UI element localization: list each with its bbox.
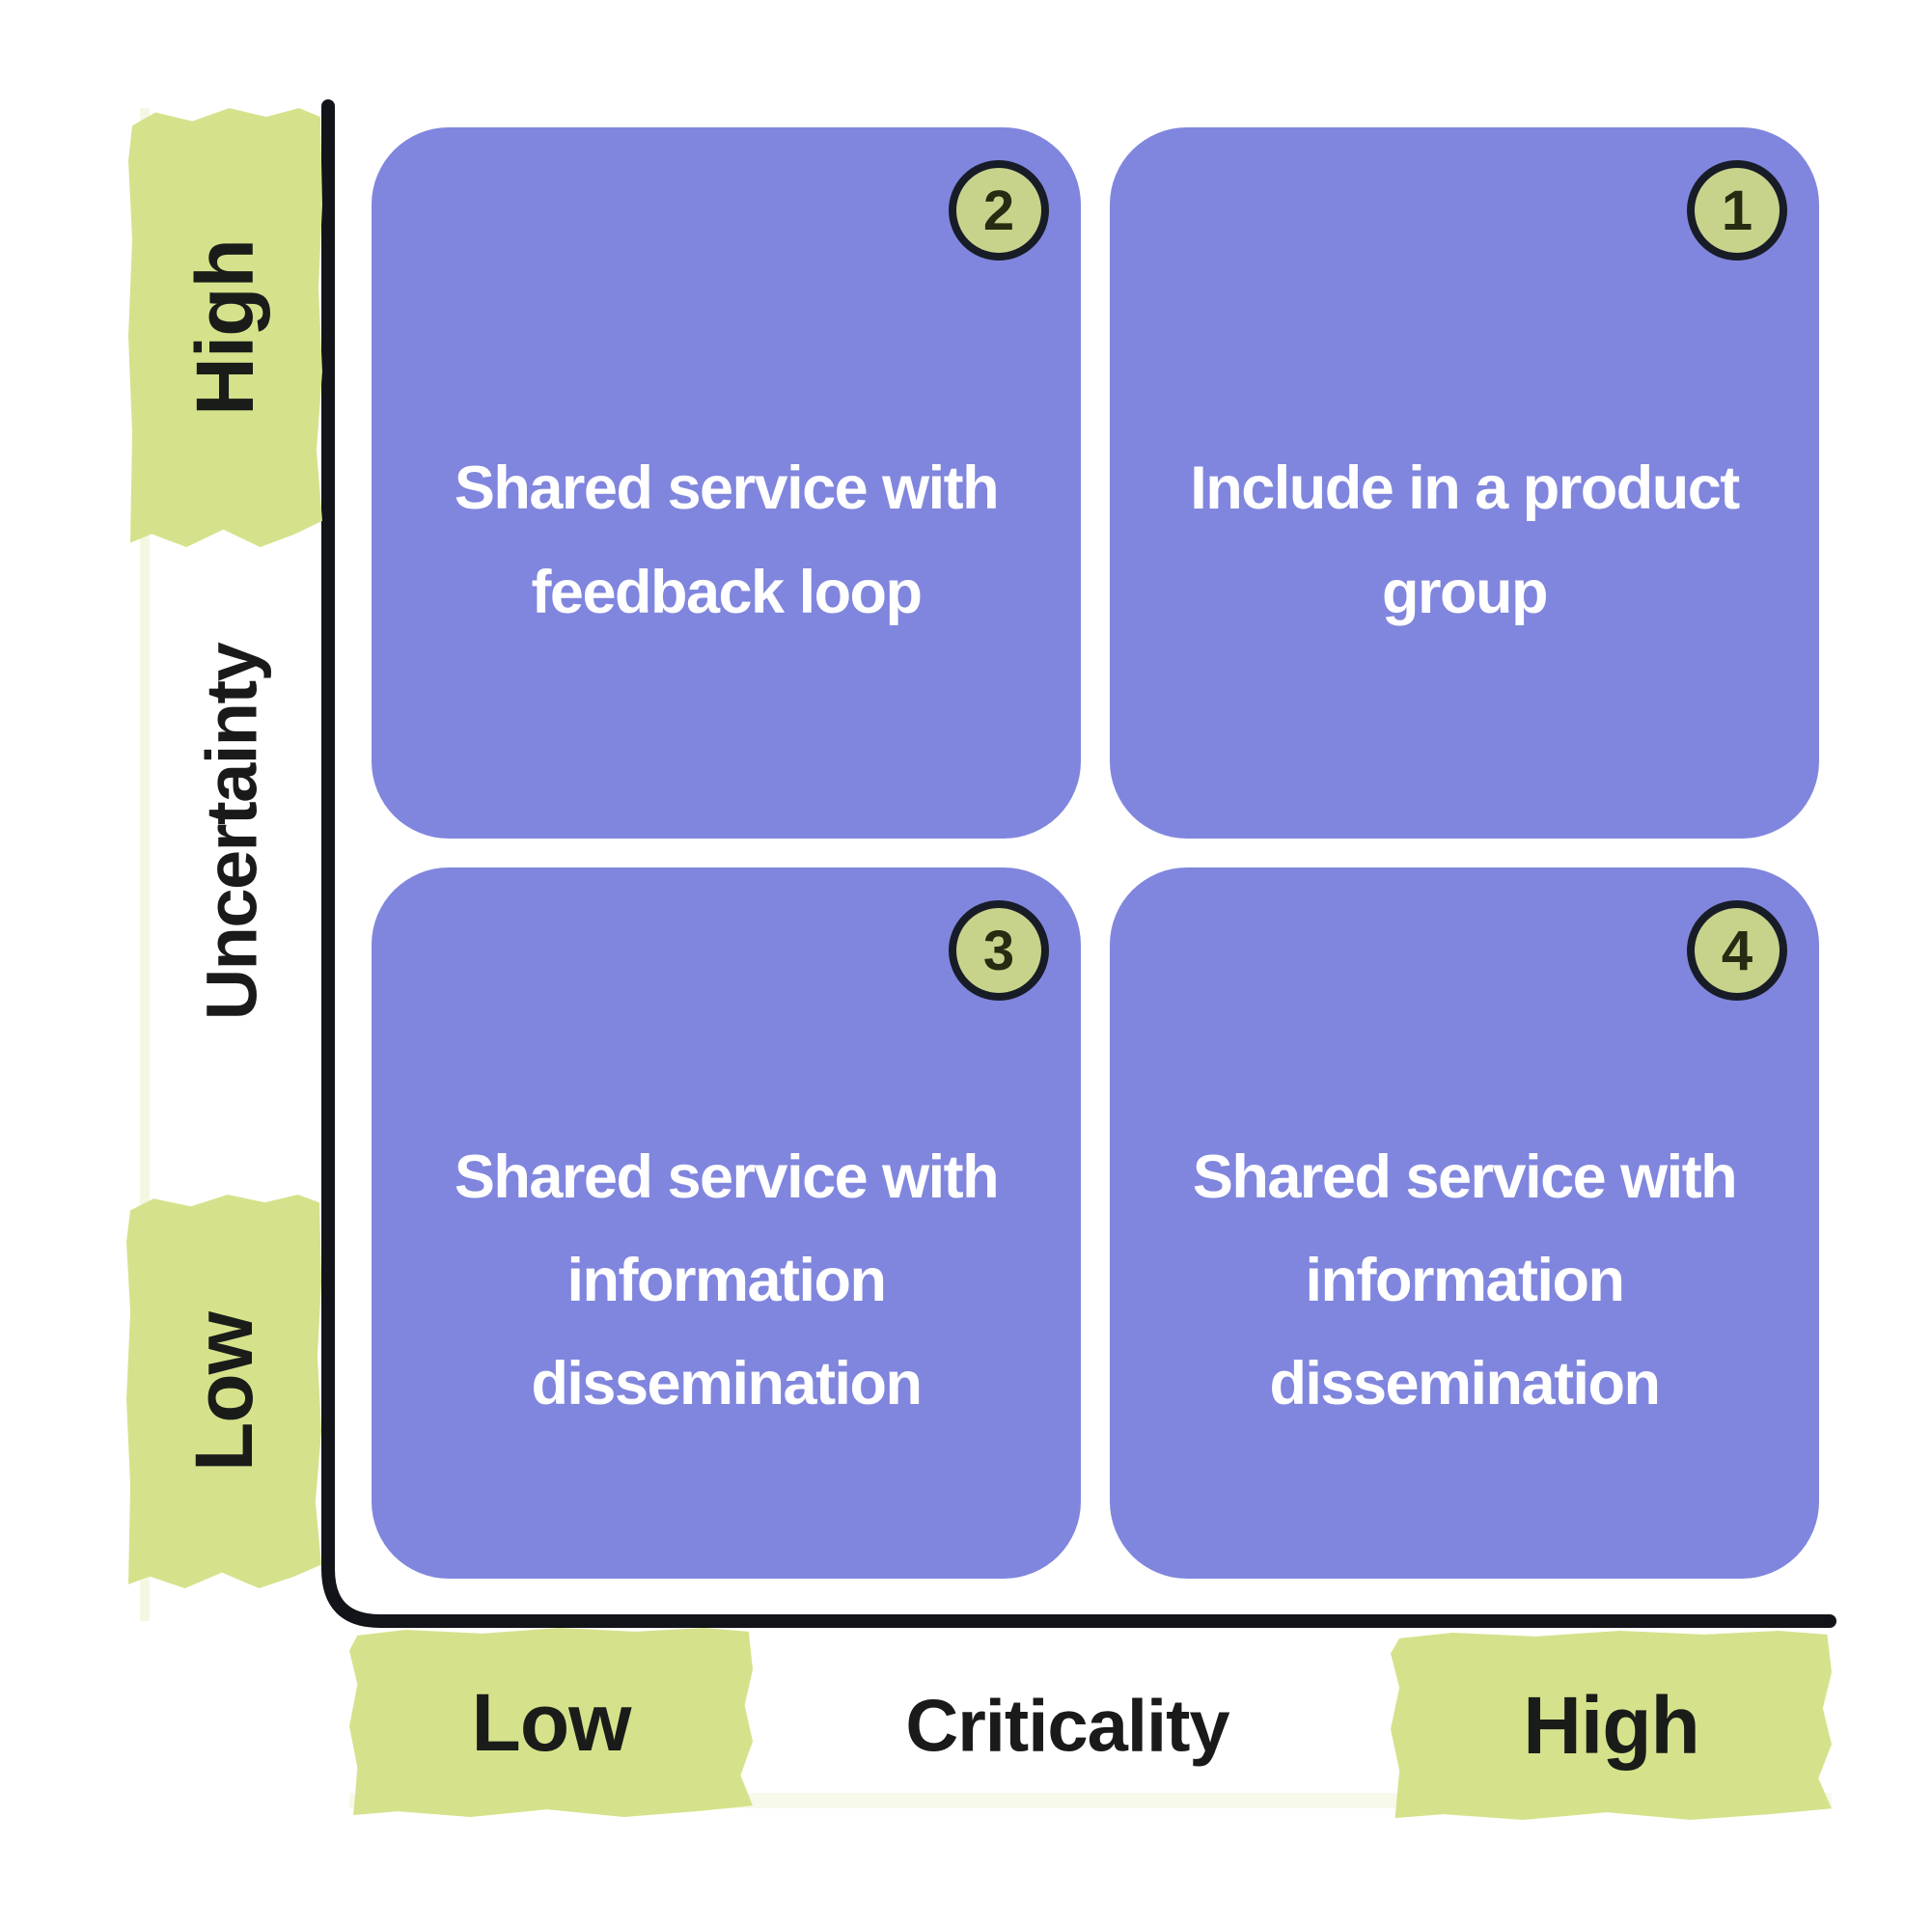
- y-axis-low-label: Low: [178, 1311, 269, 1472]
- x-axis-high-label: High: [1523, 1679, 1700, 1771]
- quadrant-3-number-badge: 3: [949, 900, 1049, 1001]
- quadrant-2-number-badge: 2: [949, 160, 1049, 261]
- y-axis-high-patch: High: [128, 108, 322, 547]
- x-axis-low-patch: Low: [349, 1628, 753, 1817]
- quadrant-4-number-badge: 4: [1687, 900, 1787, 1001]
- x-axis-low-label: Low: [471, 1676, 632, 1768]
- x-axis-title: Criticality: [905, 1685, 1229, 1768]
- badge-number: 2: [982, 179, 1015, 242]
- quadrant-label: Include in a product group: [1190, 454, 1740, 626]
- badge-number: 4: [1721, 919, 1753, 982]
- badge-number: 1: [1721, 179, 1753, 242]
- quadrant-label: Shared service with information dissemin…: [1192, 1142, 1738, 1418]
- quadrant-label: Shared service with feedback loop: [454, 454, 1000, 626]
- quadrant-shared-service-info-dissemination-right: 4 Shared service with information dissem…: [1110, 867, 1819, 1579]
- x-axis-high-patch: High: [1391, 1631, 1832, 1820]
- quadrant-include-in-product-group: 1 Include in a product group: [1110, 127, 1819, 839]
- y-axis-title: Uncertainty: [191, 643, 272, 1021]
- quadrant-shared-service-info-dissemination-left: 3 Shared service with information dissem…: [372, 867, 1081, 1579]
- badge-number: 3: [982, 919, 1015, 982]
- y-axis-high-label: High: [179, 239, 270, 416]
- quadrant-shared-service-feedback-loop: 2 Shared service with feedback loop: [372, 127, 1081, 839]
- quadrant-1-number-badge: 1: [1687, 160, 1787, 261]
- quadrant-label: Shared service with information dissemin…: [454, 1142, 1000, 1418]
- y-axis-low-patch: Low: [126, 1195, 321, 1588]
- tape-shadow-vertical: [140, 108, 150, 1621]
